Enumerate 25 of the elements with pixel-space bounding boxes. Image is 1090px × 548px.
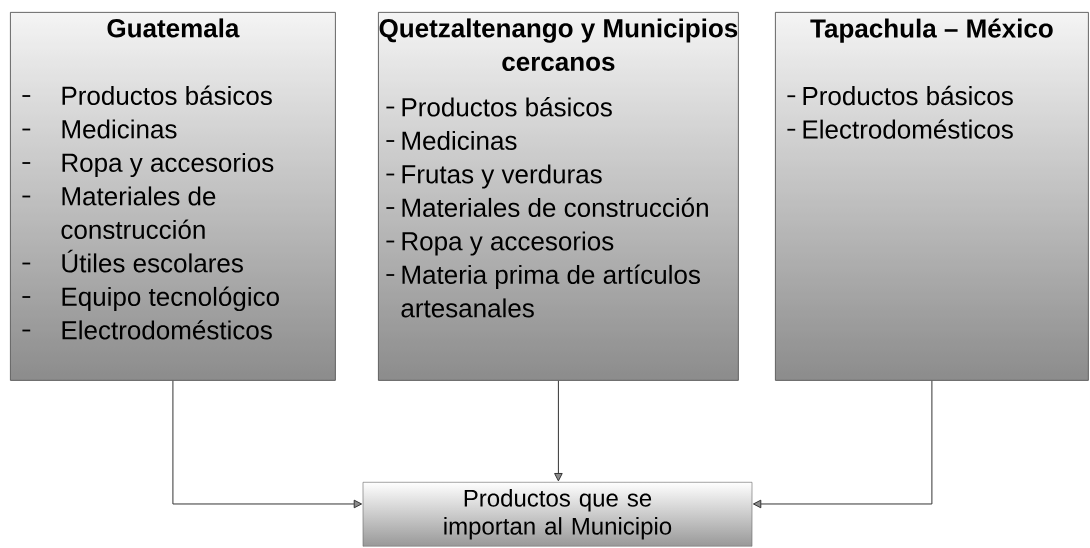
list-item: Productos básicos — [21, 85, 272, 105]
list-item: Equipo tecnológico — [21, 286, 279, 312]
list-item: Materiales de construcción — [21, 186, 216, 239]
list-item: Medicinas — [385, 130, 517, 150]
list-item: Materia prima de artículos artesanales — [385, 264, 700, 318]
list-item: Materiales de construcción — [385, 197, 708, 217]
arrow — [554, 380, 563, 482]
list-item: Electrodomésticos — [786, 119, 1013, 139]
list-item: Ropa y accesorios — [21, 152, 274, 178]
list-item: Ropa y accesorios — [385, 231, 614, 256]
list-item: Frutas y verduras — [385, 164, 602, 189]
box-heading: Quetzaltenango y Municipios cercanos — [379, 18, 738, 71]
list-item: Productos básicos — [385, 97, 612, 117]
box-heading: Tapachula – México — [810, 18, 1053, 43]
arrow — [172, 380, 363, 509]
list-item: Productos básicos — [786, 85, 1013, 106]
list-item: Electrodomésticos — [21, 320, 272, 340]
result-box: Productos que se importan al Municipio — [362, 482, 753, 547]
list-box — [775, 12, 1089, 381]
list-box — [10, 12, 336, 381]
list-box — [378, 12, 739, 381]
arrow — [752, 380, 933, 509]
box-heading: Guatemala — [107, 18, 240, 38]
list-item: Medicinas — [21, 119, 177, 139]
list-item: Útiles escolares — [21, 249, 243, 273]
